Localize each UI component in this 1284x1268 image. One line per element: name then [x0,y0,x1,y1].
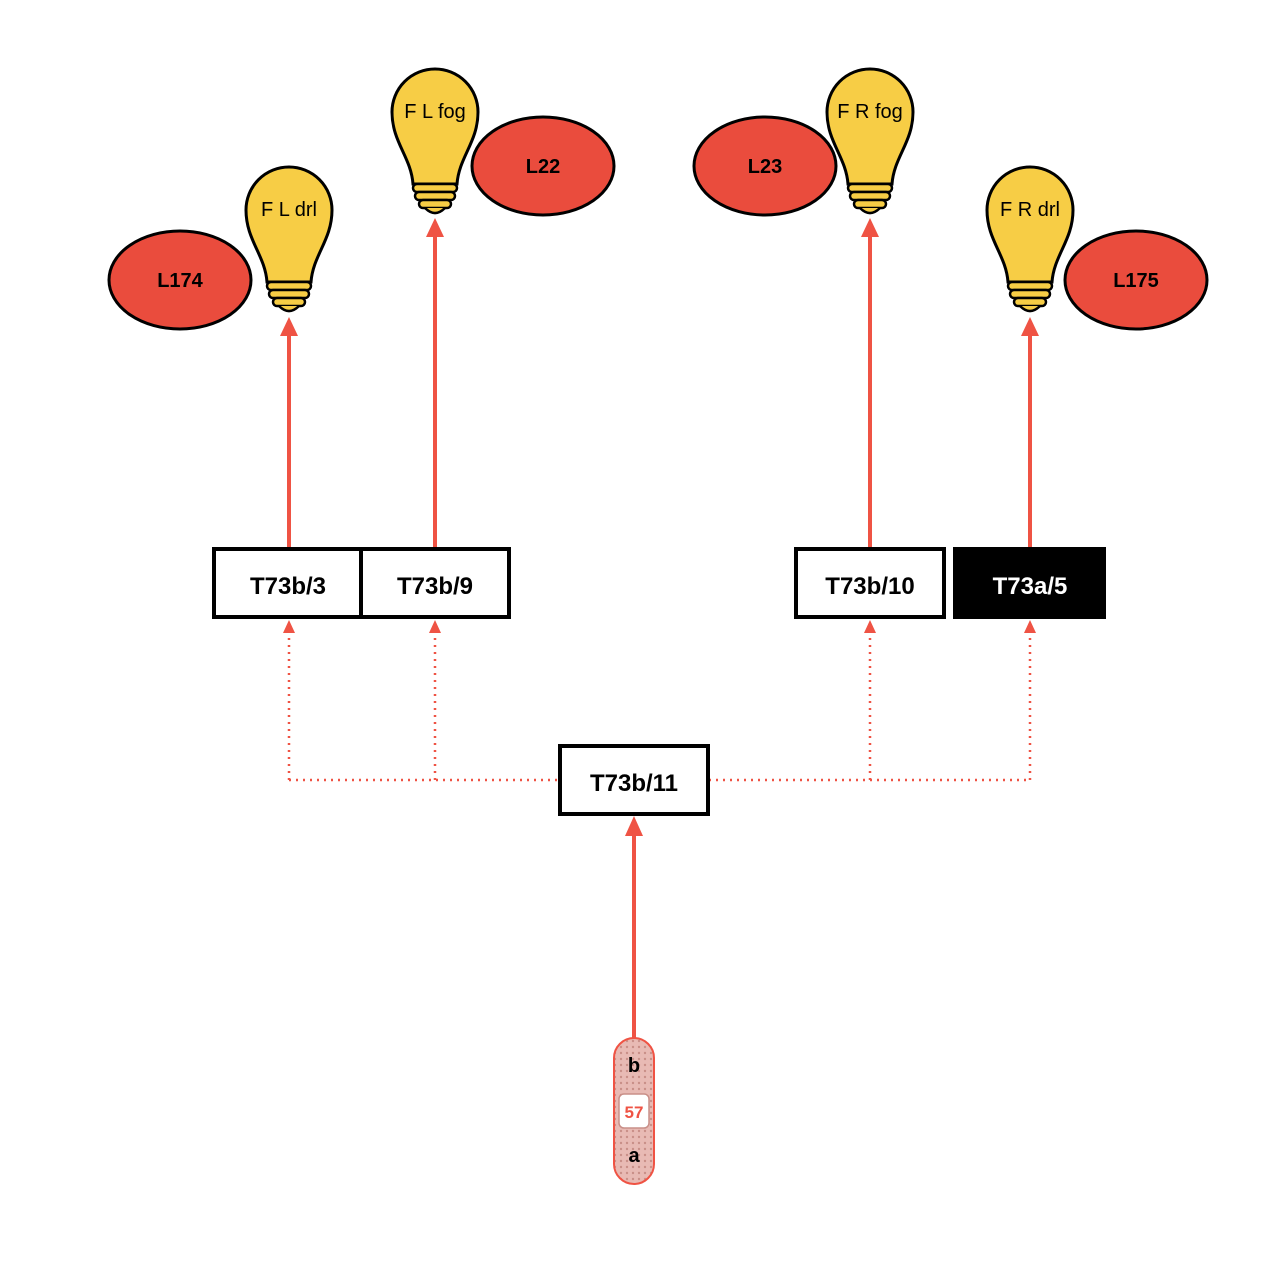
connector-t73b-3: T73b/3 [212,547,364,619]
bulb-fl-drl: F L drl [244,165,334,313]
ellipse-label: L23 [748,156,782,178]
arrowhead-fr-drl [1021,317,1039,336]
fuse-terminal-a: a [628,1145,640,1167]
dotted-arrowhead-t73b3 [283,620,295,633]
connector-label: T73b/10 [825,573,914,600]
ellipse-label: L22 [526,156,560,178]
bulb-label: F L fog [404,101,466,123]
arrowhead-t73b11 [625,816,643,836]
arrowhead-fl-drl [280,317,298,336]
ellipse-l175: L175 [1063,229,1209,331]
fuse-number-box [618,1093,650,1129]
connector-label: T73a/5 [993,573,1068,600]
ellipse-l22: L22 [470,115,616,217]
fuse-57: b 57 a [613,1037,655,1185]
bulb-label: F R drl [1000,199,1060,221]
bulb-fr-drl: F R drl [985,165,1075,313]
dotted-arrowhead-t73b9 [429,620,441,633]
bulb-icon [390,67,480,186]
solid-wires [287,232,1032,1040]
connector-t73b-9: T73b/9 [359,547,511,619]
arrowhead-fr-fog [861,218,879,237]
ellipse-l174: L174 [107,229,253,331]
fuse-terminal-b: b [628,1055,640,1077]
dotted-arrowhead-t73a5 [1024,620,1036,633]
connector-label: T73b/9 [397,573,473,600]
bulb-icon [825,67,915,186]
ellipse-l23: L23 [692,115,838,217]
connector-label: T73b/3 [250,573,326,600]
ellipse-label: L175 [1113,270,1159,292]
solid-arrowheads [280,218,1039,836]
connector-t73b-11: T73b/11 [558,744,710,816]
bulb-icon [985,165,1075,284]
bulb-fr-fog: F R fog [825,67,915,215]
bulb-fl-fog: F L fog [390,67,480,215]
bulb-icon [244,165,334,284]
connector-label: T73b/11 [590,770,678,797]
dotted-wires [287,632,1032,782]
bulb-label: F R fog [837,101,903,123]
connector-t73b-10: T73b/10 [794,547,946,619]
dotted-arrowheads [283,620,1036,633]
dotted-arrowhead-t73b10 [864,620,876,633]
arrowhead-fl-fog [426,218,444,237]
ellipse-label: L174 [157,270,203,292]
fuse-number: 57 [625,1103,644,1122]
bulb-label: F L drl [261,199,317,221]
connector-t73a-5: T73a/5 [953,547,1106,619]
